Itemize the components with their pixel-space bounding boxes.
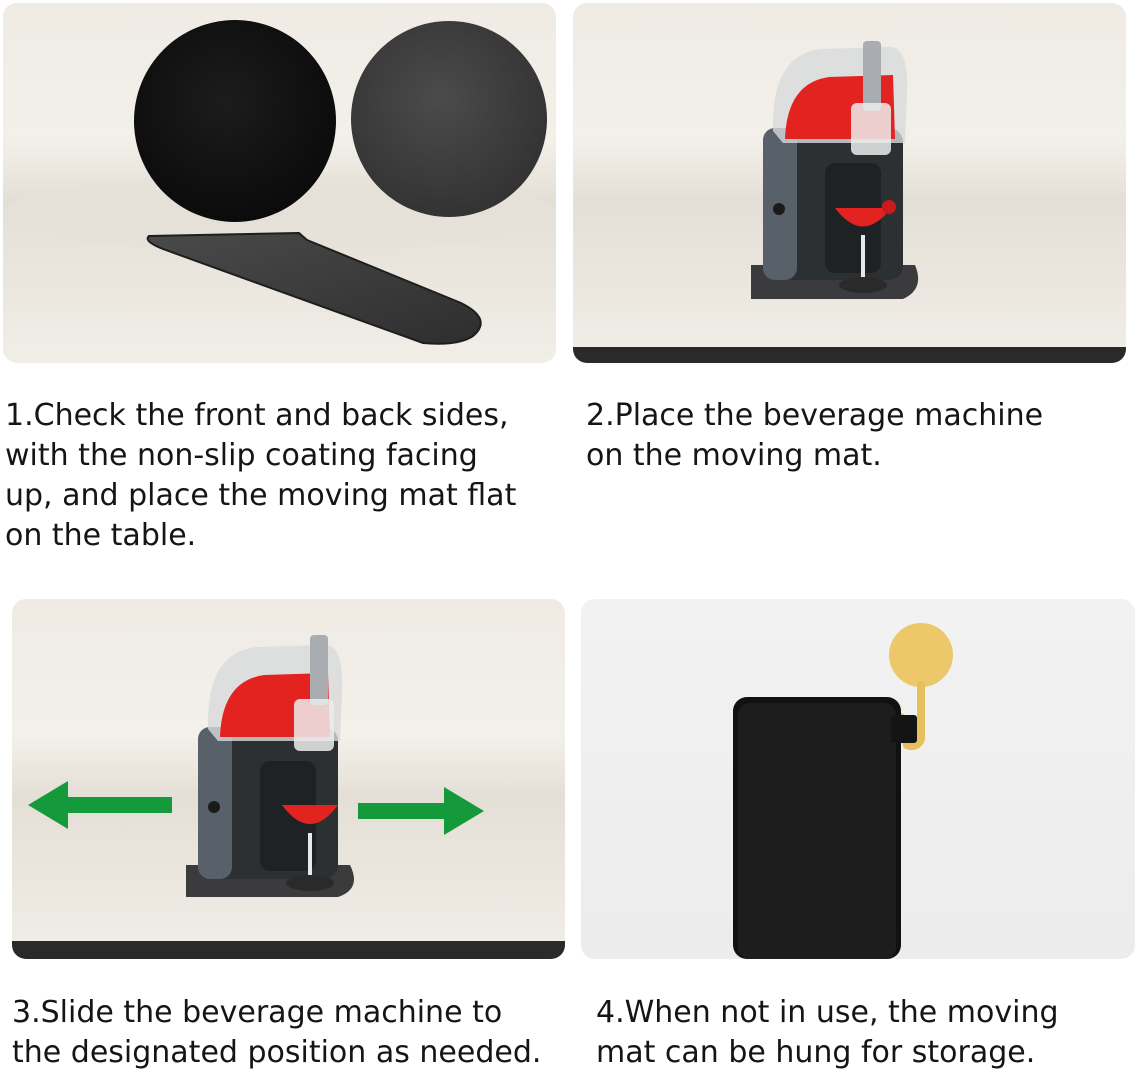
step3-image xyxy=(12,599,565,959)
step1-image xyxy=(3,3,556,363)
right-arrow-icon xyxy=(358,787,484,835)
wall-hook xyxy=(889,623,953,687)
mat-front-side-closeup xyxy=(134,20,336,222)
hanging-mat-illustration xyxy=(733,623,953,959)
machine-on-mat-illustration xyxy=(573,41,1126,363)
step3-caption: 3.Slide the beverage machine to the desi… xyxy=(12,995,542,1070)
mat-illustration xyxy=(3,20,555,345)
step1-caption: 1.Check the front and back sides, with t… xyxy=(5,398,517,553)
sliding-machine-illustration xyxy=(12,635,565,959)
left-arrow-icon xyxy=(28,781,172,829)
step2-caption: 2.Place the beverage machine on the movi… xyxy=(586,398,1044,473)
margarita-glass xyxy=(835,208,891,227)
step2-image xyxy=(573,3,1126,363)
step4-caption: 4.When not in use, the moving mat can be… xyxy=(596,995,1059,1070)
step4-image xyxy=(581,599,1135,959)
moving-mat xyxy=(146,231,482,345)
mat-back-side-closeup xyxy=(351,21,547,217)
margarita-glass xyxy=(282,805,338,824)
